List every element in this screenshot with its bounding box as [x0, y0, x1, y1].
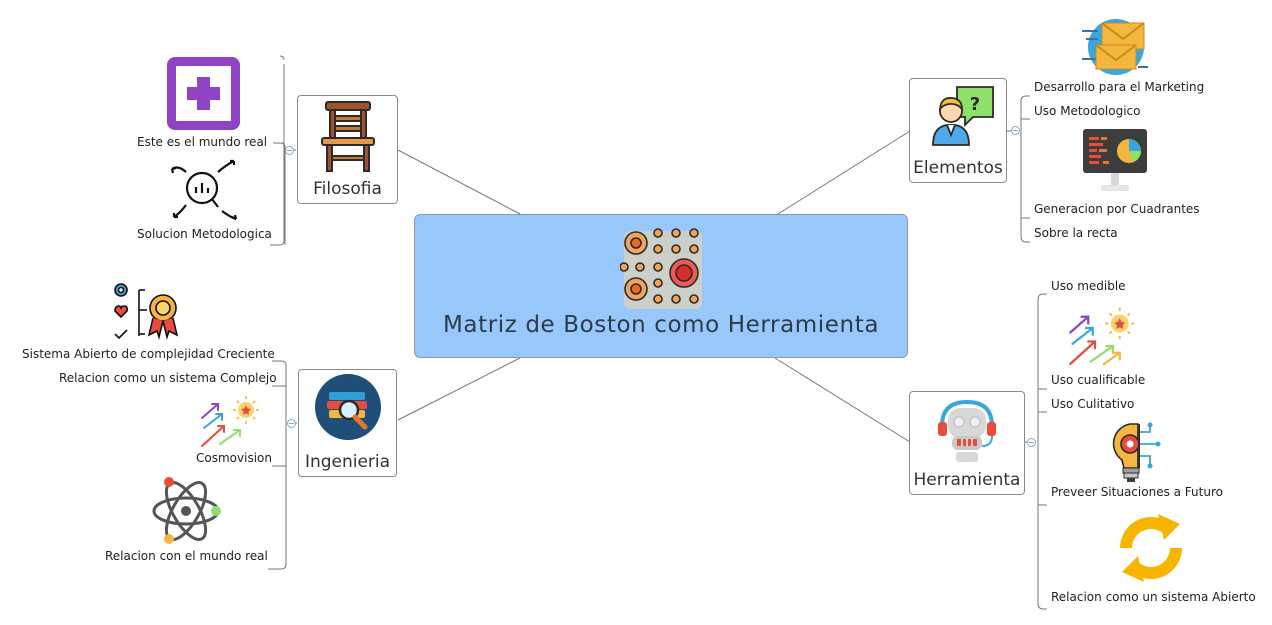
connector-elementos [777, 130, 911, 215]
bracket-herramienta [1025, 293, 1047, 610]
topic-ingenieria-label: Ingenieria [304, 452, 391, 472]
leaf-ingenieria-3[interactable]: Cosmovision [196, 451, 272, 465]
connector-herramienta [774, 357, 911, 443]
leaf-filosofia-2[interactable]: Solucion Metodologica [137, 227, 272, 241]
email-marketing-icon [1082, 19, 1148, 75]
topic-herramienta[interactable]: Herramienta [909, 391, 1025, 495]
analysis-magnifier-icon [170, 159, 238, 221]
central-topic[interactable]: Matriz de Boston como Herramienta [414, 214, 908, 358]
leaf-ingenieria-4[interactable]: Relacion con el mundo real [105, 549, 268, 563]
collapse-toggle-herramienta[interactable] [1027, 438, 1036, 447]
refresh-arrows-icon [1120, 514, 1182, 582]
atom-icon [152, 477, 221, 544]
topic-elementos[interactable]: ? Elementos [909, 78, 1007, 183]
leaf-herramienta-3[interactable]: Uso Culitativo [1051, 397, 1135, 411]
bracket-filosofia-leaves [270, 55, 285, 246]
topic-elementos-label: Elementos [913, 158, 1003, 178]
leaf-elementos-2[interactable]: Uso Metodologico [1034, 104, 1141, 118]
topic-herramienta-label: Herramienta [913, 470, 1021, 490]
central-topic-title: Matriz de Boston como Herramienta [442, 312, 880, 338]
topic-filosofia-label: Filosofia [313, 179, 382, 199]
books-magnifier-icon [314, 374, 381, 440]
chair-icon [320, 101, 375, 172]
topic-ingenieria[interactable]: Ingenieria [298, 369, 397, 477]
badge-values-icon [114, 283, 179, 340]
bracket-filosofia [277, 142, 296, 245]
collapse-toggle-filosofia[interactable] [285, 146, 294, 155]
leaf-herramienta-4[interactable]: Preveer Situaciones a Futuro [1051, 485, 1223, 499]
leaf-elementos-4[interactable]: Sobre la recta [1034, 226, 1118, 240]
collapse-toggle-ingenieria[interactable] [287, 419, 296, 428]
leaf-elementos-3[interactable]: Generacion por Cuadrantes [1034, 202, 1200, 216]
monitor-dashboard-icon [1083, 129, 1147, 191]
leaf-herramienta-5[interactable]: Relacion como un sistema Abierto [1051, 590, 1256, 604]
leaf-ingenieria-2[interactable]: Relacion como un sistema Complejo [59, 371, 277, 385]
lightbulb-gear-icon [1112, 422, 1161, 482]
topic-filosofia[interactable]: Filosofia [297, 95, 398, 204]
person-question-icon: ? [932, 86, 994, 146]
bracket-ingenieria [268, 360, 297, 570]
robot-headset-icon [938, 399, 996, 462]
leaf-filosofia-1[interactable]: Este es el mundo real [137, 135, 268, 149]
connector-filosofia [397, 149, 521, 215]
plus-square-icon [167, 57, 240, 130]
leaf-herramienta-1[interactable]: Uso medible [1051, 279, 1126, 293]
collapse-toggle-elementos[interactable] [1011, 126, 1020, 135]
rising-arrows-star-icon [201, 396, 259, 447]
svg-text:?: ? [970, 94, 980, 115]
matrix-dots-icon [620, 228, 702, 309]
leaf-ingenieria-1[interactable]: Sistema Abierto de complejidad Creciente [22, 347, 275, 361]
leaf-elementos-1[interactable]: Desarrollo para el Marketing [1034, 80, 1205, 94]
connector-ingenieria [397, 357, 521, 421]
rising-arrows-star-icon [1069, 307, 1135, 366]
leaf-herramienta-2[interactable]: Uso cualificable [1051, 373, 1146, 387]
